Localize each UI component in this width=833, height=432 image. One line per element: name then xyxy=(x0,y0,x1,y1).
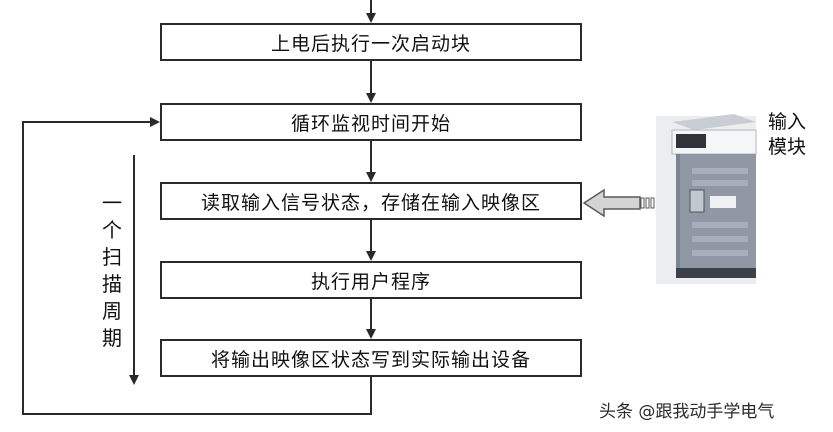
scan-cycle-label: 一个扫描周期 xyxy=(102,191,122,350)
input-signal-arrow xyxy=(582,188,641,218)
flow-step-watchdog-start: 循环监视时间开始 xyxy=(160,103,582,141)
input-signal-arrow-tail xyxy=(650,197,655,209)
input-module-label: 输入模块 xyxy=(767,111,806,158)
flow-step-write-outputs: 将输出映像区状态写到实际输出设备 xyxy=(160,339,582,377)
watermark: 头条 @跟我动手学电气 xyxy=(599,402,775,422)
loop-return-line xyxy=(22,117,372,415)
flow-step-read-inputs: 读取输入信号状态，存储在输入映像区 xyxy=(160,182,582,220)
flow-step-run-program: 执行用户程序 xyxy=(160,261,582,299)
input-module-image xyxy=(656,114,757,284)
input-signal-arrow-tail xyxy=(640,197,645,209)
flow-step-startup: 上电后执行一次启动块 xyxy=(160,23,582,61)
input-signal-arrow-tail xyxy=(645,197,650,209)
